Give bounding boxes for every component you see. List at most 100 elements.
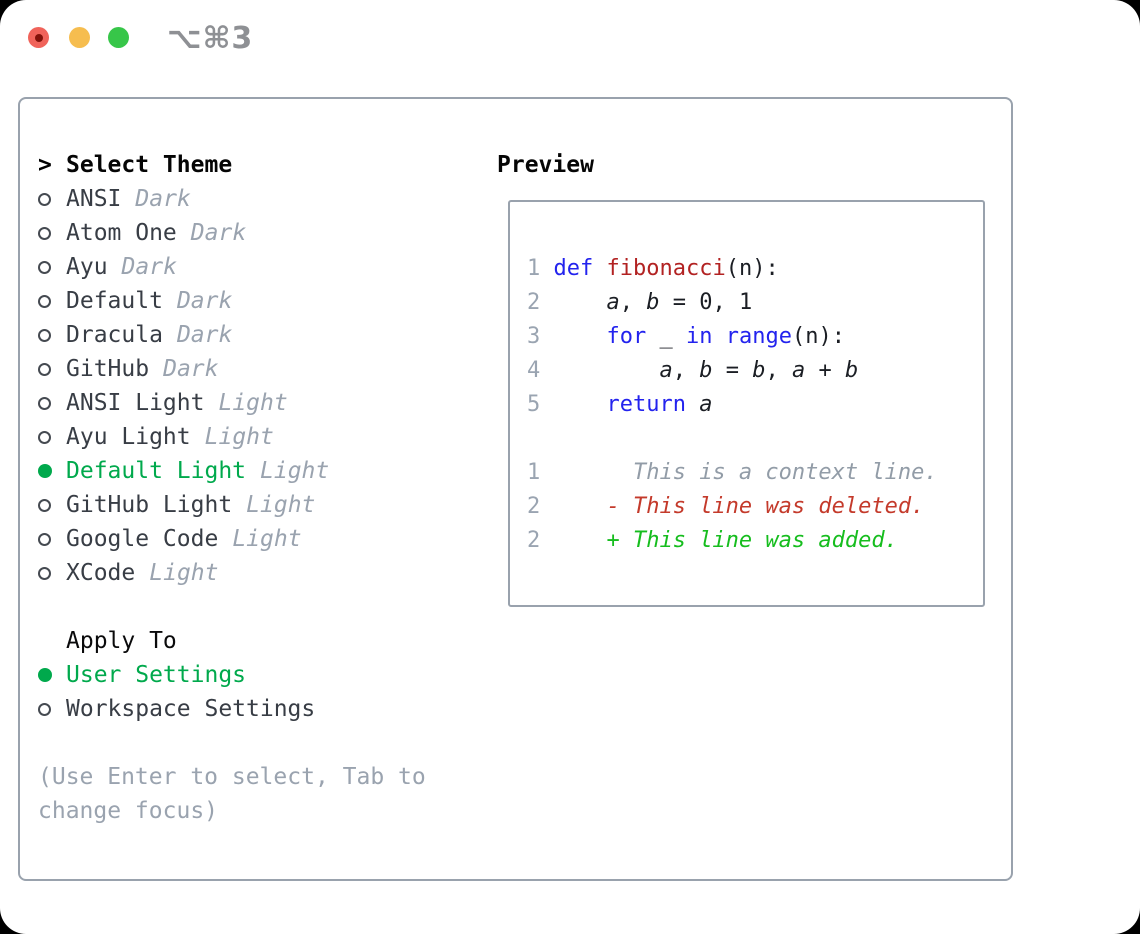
code-token-var: a: [659, 358, 673, 383]
radio-icon: [38, 702, 66, 716]
keyboard-hint: (Use Enter to select, Tab to change focu…: [38, 764, 426, 824]
zoom-button[interactable]: [108, 27, 129, 48]
code-token-num: 1: [527, 460, 541, 485]
radio-icon: [38, 430, 66, 444]
option-ansi[interactable]: ANSI Dark: [38, 182, 483, 216]
option-variant: Light: [246, 492, 316, 518]
option-label: Default Light: [66, 458, 247, 484]
option-label: ANSI: [66, 186, 122, 212]
radio-icon: [38, 498, 66, 512]
option-label: GitHub Light: [66, 492, 233, 518]
code-token-plain: [686, 392, 699, 417]
code-token-var: a: [699, 392, 713, 417]
code-token-del: - This line was deleted.: [540, 494, 925, 519]
theme-list-header-row: > Select Theme: [38, 148, 483, 182]
option-label: XCode: [66, 560, 136, 586]
code-token-var: b: [752, 358, 766, 383]
radio-icon: [38, 362, 66, 376]
option-default-light[interactable]: Default Light Light: [38, 454, 483, 488]
option-variant: Dark: [190, 220, 247, 246]
code-token-num: 4: [527, 358, 541, 383]
titlebar: ⌥⌘3: [0, 0, 1140, 78]
code-line: 2 a, b = 0, 1: [527, 286, 983, 320]
radio-icon: [38, 226, 66, 240]
code-token-plain: +: [805, 358, 845, 383]
option-google-code[interactable]: Google Code Light: [38, 522, 483, 556]
radio-icon: [38, 294, 66, 308]
radio-icon: [38, 260, 66, 274]
code-token-var: b: [646, 290, 660, 315]
radio-selected-icon: [38, 668, 66, 682]
code-token-plain: (n):: [725, 256, 779, 281]
code-token-plain: [540, 290, 606, 315]
close-button[interactable]: [28, 27, 49, 48]
code-token-kw: def: [553, 256, 594, 281]
option-user-settings[interactable]: User Settings: [38, 658, 483, 692]
code-line: 2 + This line was added.: [527, 524, 983, 558]
code-token-fn: fibonacci: [606, 256, 726, 281]
code-token-kw: range: [725, 324, 792, 349]
code-token-plain: =: [712, 358, 753, 383]
code-token-plain: (n):: [791, 324, 845, 349]
option-label: GitHub: [66, 356, 150, 382]
code-token-var: a: [791, 358, 806, 383]
code-token-num: 2: [527, 494, 541, 519]
option-github-light[interactable]: GitHub Light Light: [38, 488, 483, 522]
option-github[interactable]: GitHub Dark: [38, 352, 483, 386]
code-token-kw: return: [606, 392, 686, 417]
option-label: Workspace Settings: [66, 696, 316, 722]
code-token-num: 2: [527, 528, 541, 553]
theme-list-title: Select Theme: [66, 152, 233, 178]
code-token-plain: ,: [672, 358, 700, 383]
option-variant: Light: [204, 424, 274, 450]
option-label: Google Code: [66, 526, 219, 552]
code-token-var: a: [606, 290, 620, 315]
code-line: 5 return a: [527, 388, 983, 422]
option-variant: Dark: [135, 186, 191, 212]
code-token-plain: [712, 324, 725, 349]
code-token-kw: in: [685, 324, 713, 349]
radio-icon: [38, 532, 66, 546]
code-line: 3 for _ in range(n):: [527, 320, 983, 354]
option-variant: Light: [260, 458, 330, 484]
option-variant: Dark: [163, 356, 219, 382]
code-token-add: + This line was added.: [540, 528, 898, 553]
code-line: [527, 422, 983, 456]
minimize-button[interactable]: [69, 27, 90, 48]
option-variant: Dark: [176, 322, 233, 348]
code-token-ctx: This is a context line.: [540, 460, 938, 485]
option-variant: Dark: [176, 288, 233, 314]
code-token-plain: ,: [619, 290, 647, 315]
option-label: ANSI Light: [66, 390, 205, 416]
option-variant: Light: [232, 526, 302, 552]
code-token-plain: [540, 256, 553, 281]
radio-icon: [38, 328, 66, 342]
code-token-plain: [540, 392, 606, 417]
code-line: 1 def fibonacci(n):: [527, 252, 983, 286]
code-token-num: 5: [527, 392, 541, 417]
radio-icon: [38, 566, 66, 580]
option-workspace-settings[interactable]: Workspace Settings: [38, 692, 483, 726]
code-line: 1 This is a context line.: [527, 456, 983, 490]
code-token-plain: _: [646, 324, 686, 349]
code-token-plain: ,: [765, 358, 792, 383]
code-token-plain: [540, 358, 659, 383]
code-token-kw: for: [606, 324, 647, 349]
option-label: User Settings: [66, 662, 247, 688]
code-token-num: 1: [527, 256, 541, 281]
radio-icon: [38, 192, 66, 206]
